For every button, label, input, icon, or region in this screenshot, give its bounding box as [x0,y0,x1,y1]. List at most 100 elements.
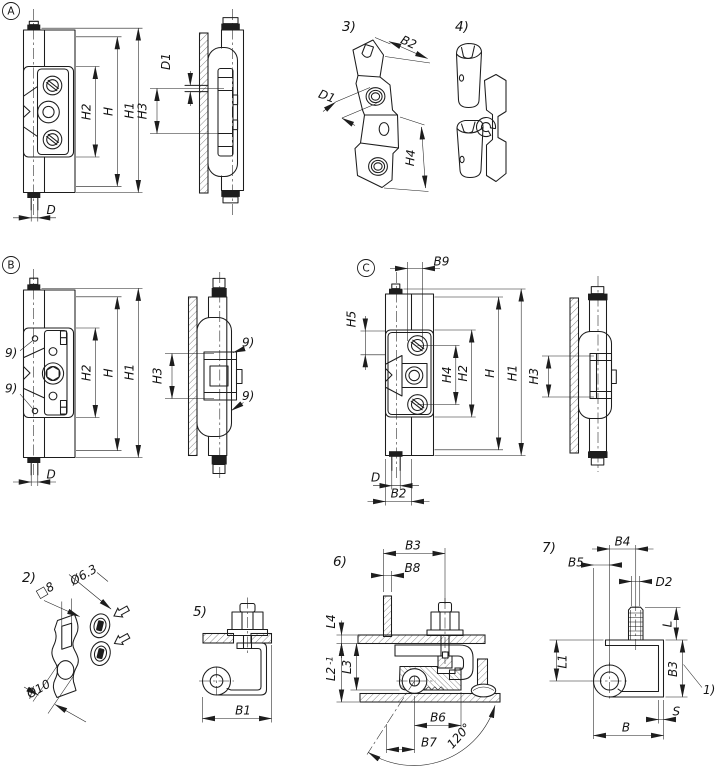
pin-top [222,17,239,25]
leaf-strip [43,329,68,416]
dim-b6: B6 [430,711,446,725]
bolt-shaft [440,634,450,657]
view-3-dims: B2 D1 H4 [317,33,431,192]
pin-bottom [30,197,39,211]
dim-h2: H2 [456,365,470,382]
door-panel-section [569,297,580,454]
dim-s: S [673,705,681,719]
view-a-side [184,9,245,217]
view-a-front [22,9,76,217]
dim-b2: B2 [399,33,419,52]
iso-leaf-folds [357,74,400,149]
dim-angle: 120° [444,720,474,751]
panel-section-right [250,632,273,644]
leaf-plate [22,327,75,419]
view-a-tag: A [7,6,15,18]
leaf-tab [610,369,617,385]
view-c-tag-circle [357,259,375,277]
view-3-tag: 3) [342,19,356,35]
dim-l4: L4 [324,614,338,628]
dim-b5: B5 [568,556,584,570]
knuckle-tab [22,347,46,399]
dim-b2: B2 [391,487,407,501]
dim-sq8: □8 [33,579,57,601]
leaf-channel [217,67,234,157]
leaf-detail [589,352,613,400]
leaf-detail [203,358,238,394]
view-c-side: H3 [527,276,617,472]
view-a-tag-circle [2,2,20,20]
dim-h1: H1 [123,364,137,381]
dim-d1: D1 [159,53,173,70]
leaf-detail [217,76,234,148]
pin-cap-bottom [211,455,227,465]
iso-hole-middle [378,122,390,136]
leaf-inner [209,365,229,387]
grommet-top [89,613,111,639]
dim-b3: B3 [405,539,421,553]
dim-h2: H2 [80,364,94,381]
leaf-tab [232,119,239,131]
insert-arrow-icon [113,632,131,646]
iso-hole-top [365,87,386,106]
dim-b4: B4 [615,535,631,549]
view-4: 4) [455,19,507,183]
dim-dia10: Ø10 [23,677,53,702]
screw-top [42,75,63,96]
dim-h4: H4 [440,366,454,383]
pin-top [391,283,401,290]
iso-pin-part [455,42,507,183]
pin-top [590,286,605,295]
view-b-tag-circle [2,256,20,274]
view-4-tag: 4) [455,19,469,35]
dim-h: H [102,368,116,377]
leaf-plate [22,65,75,158]
leaf-clamp-section [396,651,462,694]
clamp-jaw-bottom [59,399,68,415]
view-2-dims: □8 Ø6.3 Ø10 [23,562,112,723]
oval-head-line [472,686,495,691]
view-c-tag: C [362,263,369,275]
hinge-body [22,29,76,194]
screw-top [407,335,428,356]
dim-h3: H3 [527,368,541,385]
door-panel-section [359,692,501,703]
view-7-dims: B4 B5 D2 L L1 B3 1) S B [549,535,715,740]
leaf-tab [235,368,243,385]
frame-panel-section [357,634,486,645]
dim-h1: H1 [506,365,520,382]
swing-arc [368,704,496,766]
door-panel-section [187,296,198,457]
callout-1: 1) [703,683,715,697]
callout-leaders [19,340,34,409]
dim-h: H [483,369,497,378]
pin-bottom [391,456,401,472]
view-b-dims-front: H2 H H1 D [13,287,143,486]
pin-cap-bottom [221,190,240,197]
view-2: 2) □8 Ø6.3 Ø10 [22,562,131,723]
dim-l2: L2 [324,667,338,681]
pin-top [212,277,226,289]
dim-b: B [622,721,630,735]
dim-h3: H3 [135,103,149,120]
view-c-dims-front: B9 H5 H4 H2 H H1 D B2 [345,255,526,506]
dim-b9: B9 [434,255,450,269]
leaf-tab [232,94,239,106]
pin-cap-top [221,23,240,31]
dim-l: L [661,621,675,628]
pin-cap-top [389,288,403,295]
callout-9: 9) [5,346,17,360]
center-hole [37,100,60,124]
view-a-dims-side: D1 H3 [135,53,224,135]
iso-leaf-notch [361,43,375,58]
c-profile-bracket [199,642,268,696]
pin-bottom [222,196,239,204]
dim-dia63: Ø6.3 [67,562,100,589]
view-a: A H2 H H1 D [2,2,245,222]
callout-9: 9) [242,389,254,403]
pin-bottom [590,457,605,466]
square-hole [61,622,73,650]
view-b-tag: B [7,260,14,272]
